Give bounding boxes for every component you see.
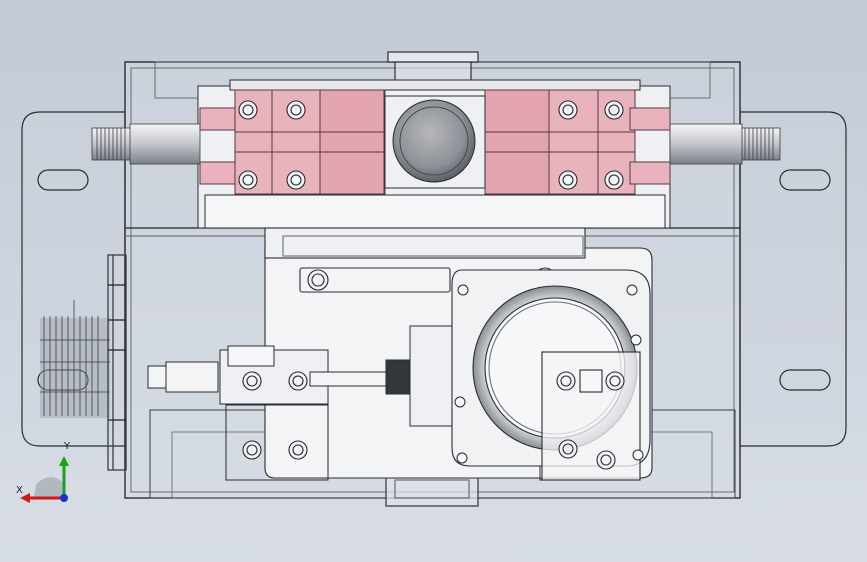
small-holes (454, 284, 644, 464)
x-axis-head (20, 493, 30, 503)
mounting-plate (21, 111, 847, 447)
z-axis-dot (60, 494, 68, 502)
center-cylinder (384, 95, 486, 189)
x-axis-label: X (16, 485, 23, 496)
coordinate-triad: Y X (12, 440, 82, 510)
y-axis-head (59, 456, 69, 466)
right-threaded-rod (669, 123, 781, 165)
y-axis-label: Y (64, 441, 71, 452)
left-hatch-region (40, 300, 110, 418)
bottom-tab (385, 473, 479, 507)
motor-flange (451, 269, 651, 481)
triad-plane (34, 477, 64, 498)
left-threaded-rod (91, 123, 201, 165)
cable-connector (147, 325, 459, 427)
clamp-bolts (238, 100, 624, 190)
left-clamp-jaw (199, 89, 386, 195)
